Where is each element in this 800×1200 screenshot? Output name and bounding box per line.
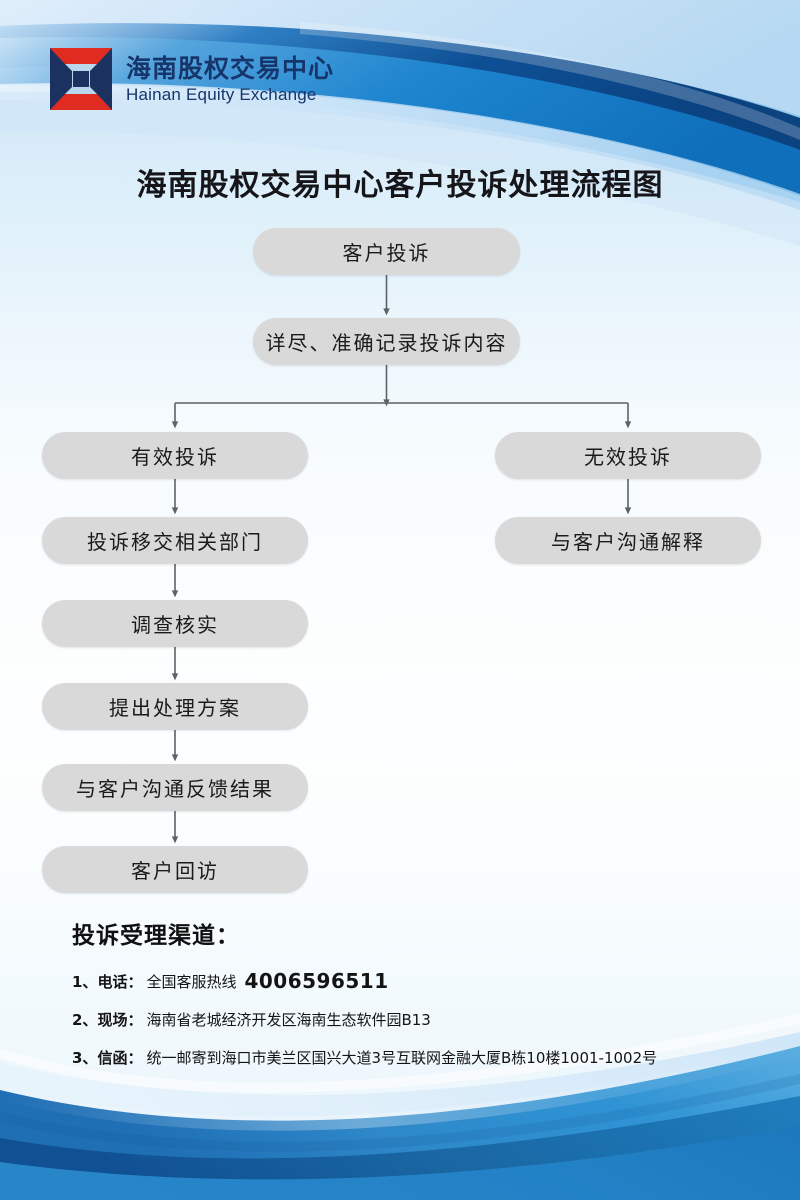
- complaint-channels-section: 投诉受理渠道： 1、 电话： 全国客服热线 4006596511 2、 现场： …: [72, 916, 772, 1085]
- flow-node-customer-complaint[interactable]: 客户投诉: [253, 228, 520, 275]
- brand-logo: 海南股权交易中心 Hainan Equity Exchange: [50, 48, 334, 110]
- flow-node-transfer-to-department[interactable]: 投诉移交相关部门: [42, 517, 308, 564]
- flow-node-explain-to-customer[interactable]: 与客户沟通解释: [495, 517, 761, 564]
- complaint-channel-item: 3、 信函： 统一邮寄到海口市美兰区国兴大道3号互联网金融大厦B栋10楼1001…: [72, 1047, 772, 1068]
- flow-node-customer-followup[interactable]: 客户回访: [42, 846, 308, 893]
- channel-phone-number: 4006596511: [244, 969, 389, 993]
- flow-node-propose-solution[interactable]: 提出处理方案: [42, 683, 308, 730]
- channel-label: 现场：: [97, 1011, 143, 1029]
- complaint-channel-item: 1、 电话： 全国客服热线 4006596511: [72, 968, 772, 993]
- flow-node-feedback-result[interactable]: 与客户沟通反馈结果: [42, 764, 308, 811]
- channel-index: 3、: [72, 1049, 98, 1067]
- channel-address: 海南省老城经济开发区海南生态软件园B13: [146, 1011, 431, 1029]
- channel-index: 1、: [72, 973, 98, 991]
- complaint-channel-item: 2、 现场： 海南省老城经济开发区海南生态软件园B13: [72, 1009, 772, 1030]
- hainan-equity-exchange-logo-icon: [50, 48, 112, 110]
- channel-label: 电话：: [97, 973, 143, 991]
- flow-node-record-complaint[interactable]: 详尽、准确记录投诉内容: [253, 318, 520, 365]
- channel-value-prefix: 全国客服热线: [146, 973, 237, 991]
- channel-label: 信函：: [97, 1049, 143, 1067]
- channel-index: 2、: [72, 1011, 98, 1029]
- brand-name-cn: 海南股权交易中心: [126, 53, 335, 83]
- complaint-channels-title: 投诉受理渠道：: [72, 923, 240, 949]
- channel-mailing-address: 统一邮寄到海口市美兰区国兴大道3号互联网金融大厦B栋10楼1001-1002号: [146, 1049, 658, 1067]
- flow-node-investigate-verify[interactable]: 调查核实: [42, 600, 308, 647]
- brand-name-en: Hainan Equity Exchange: [126, 84, 317, 104]
- page-title: 海南股权交易中心客户投诉处理流程图: [136, 168, 664, 203]
- flow-node-valid-complaint[interactable]: 有效投诉: [42, 432, 308, 479]
- flow-node-invalid-complaint[interactable]: 无效投诉: [495, 432, 761, 479]
